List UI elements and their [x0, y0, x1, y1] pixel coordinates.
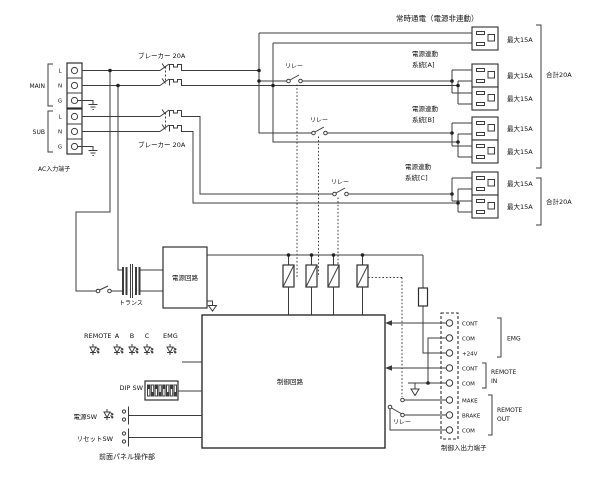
sub-breaker: ブレーカー 20A — [138, 109, 186, 149]
group-remote-in-label2: IN — [491, 378, 497, 385]
terminal-com3-label: COM — [462, 429, 475, 435]
transformer: トランス — [119, 264, 163, 307]
system-b-label: 系統[B] — [412, 115, 435, 124]
sub-group-label: SUB — [33, 129, 45, 136]
main-l-label: L — [58, 69, 62, 75]
relay-b-contact: リレー — [310, 117, 452, 277]
led-emg-icon — [166, 343, 177, 356]
max-current-label: 最大15A — [507, 202, 533, 211]
max-current-label: 最大15A — [507, 71, 533, 80]
arrow-into-control-icon — [385, 365, 392, 371]
power-wires — [75, 32, 472, 292]
terminal-com2-label: COM — [462, 382, 475, 388]
total-current-label: 合計20A — [546, 197, 572, 206]
total-current-label: 合計20A — [546, 70, 572, 79]
reset-sw-icon — [121, 428, 135, 447]
ground-icon — [207, 305, 218, 312]
ac-input-label: AC入力端子 — [38, 165, 70, 173]
terminal-cont2-label: CONT — [462, 367, 478, 373]
io-terminal-label: 制御入出力端子 — [441, 443, 487, 452]
relay-coils — [207, 254, 423, 397]
sub-l-label: L — [58, 115, 62, 121]
outlet-group-c: 電源連動 系統[C] 最大15A 最大15A — [405, 162, 533, 219]
group-remote-out-label: REMOTE — [497, 407, 523, 414]
dip-switch — [144, 380, 179, 401]
control-circuit-label: 制御回路 — [277, 377, 304, 386]
remote-label: REMOTE — [84, 332, 111, 340]
io-wiring — [385, 320, 447, 431]
outlet-group-b: 電源連動 系統[B] 最大15A 最大15A — [412, 104, 533, 164]
group-emg-label: EMG — [507, 336, 521, 343]
outlet-group-a: 電源連動 系統[A] 最大15A 最大15A — [412, 49, 533, 111]
earth-ground-icon — [78, 100, 98, 156]
arrow-into-control-icon — [385, 320, 392, 326]
terminal-brake-label: BRAKE — [462, 414, 481, 420]
reset-sw-label: リセットSW — [76, 435, 113, 443]
led-a-icon — [113, 343, 124, 356]
linked-b-label: 電源連動 — [412, 104, 439, 113]
linked-c-label: 電源連動 — [405, 162, 432, 171]
control-circuit-box: 制御回路 — [201, 314, 386, 449]
terminal-make-label: MAKE — [462, 399, 478, 405]
led-c-icon — [143, 343, 154, 356]
group-remote-out-label2: OUT — [497, 416, 510, 423]
io-terminal-strip: CONT COM +24V CONT COM MAKE BRAKE COM EM… — [440, 312, 523, 452]
output-relay-contact: リレー — [387, 397, 411, 426]
ac-input-terminal-block: L N G L N G MAIN SUB AC入力端子 — [29, 62, 98, 173]
relay-a-label: リレー — [285, 63, 303, 70]
remote-a-label: A — [115, 332, 120, 340]
led-b-icon — [128, 343, 139, 356]
sub-g-label: G — [58, 145, 62, 151]
relay-a-contact: リレー — [259, 63, 452, 277]
transformer-label: トランス — [119, 300, 143, 307]
total-bracket-lower: 合計20A — [536, 177, 572, 226]
terminal-cont1-label: CONT — [462, 322, 478, 328]
front-panel: REMOTE A B C EMG DIP SW 電源SW リセットSW — [73, 332, 202, 461]
signal-ground-icon — [410, 388, 420, 397]
max-current-label: 最大15A — [507, 94, 533, 103]
relay-c-label: リレー — [331, 179, 349, 186]
remote-c-label: C — [145, 332, 150, 340]
remote-b-label: B — [130, 332, 134, 340]
dip-sw-label: DIP SW — [120, 384, 144, 392]
power-circuit-label: 電源回路 — [172, 273, 199, 282]
max-current-label: 最大15A — [507, 35, 533, 44]
max-current-label: 最大15A — [507, 124, 533, 133]
main-group-label: MAIN — [29, 83, 45, 90]
sub-n-label: N — [58, 130, 62, 136]
power-sw-label: 電源SW — [73, 412, 97, 421]
max-current-label: 最大15A — [507, 179, 533, 188]
relay-c-contact: リレー — [331, 179, 452, 277]
power-led-icon — [103, 408, 114, 421]
power-sw-icon — [121, 406, 135, 425]
system-c-label: 系統[C] — [405, 173, 428, 182]
sub-breaker-label: ブレーカー 20A — [138, 140, 186, 149]
linked-a-label: 電源連動 — [412, 49, 439, 58]
terminal-com1-label: COM — [462, 337, 475, 343]
emg-label: EMG — [163, 332, 178, 340]
main-breaker-label: ブレーカー 20A — [138, 51, 186, 60]
main-breaker: ブレーカー 20A — [138, 51, 186, 86]
group-remote-in-label: REMOTE — [491, 369, 517, 376]
system-a-label: 系統[A] — [412, 60, 435, 69]
main-g-label: G — [58, 99, 62, 105]
main-n-label: N — [58, 84, 62, 90]
relay-b-label: リレー — [310, 117, 328, 124]
power-switch-contact — [95, 285, 112, 294]
supply-resistor — [417, 255, 447, 354]
power-circuit-box: 電源回路 — [162, 246, 218, 312]
front-panel-label: 前面パネル操作部 — [99, 452, 155, 461]
junction-dots — [108, 68, 460, 385]
outlet-always-on: 常時通電（電源非連動） 最大15A — [396, 13, 533, 51]
total-bracket-upper: 合計20A — [536, 24, 572, 169]
output-relay-label: リレー — [393, 419, 411, 426]
terminal-24v-label: +24V — [462, 352, 478, 358]
max-current-label: 最大15A — [507, 147, 533, 156]
remote-led-icon — [89, 343, 100, 356]
always-on-label: 常時通電（電源非連動） — [396, 13, 479, 23]
